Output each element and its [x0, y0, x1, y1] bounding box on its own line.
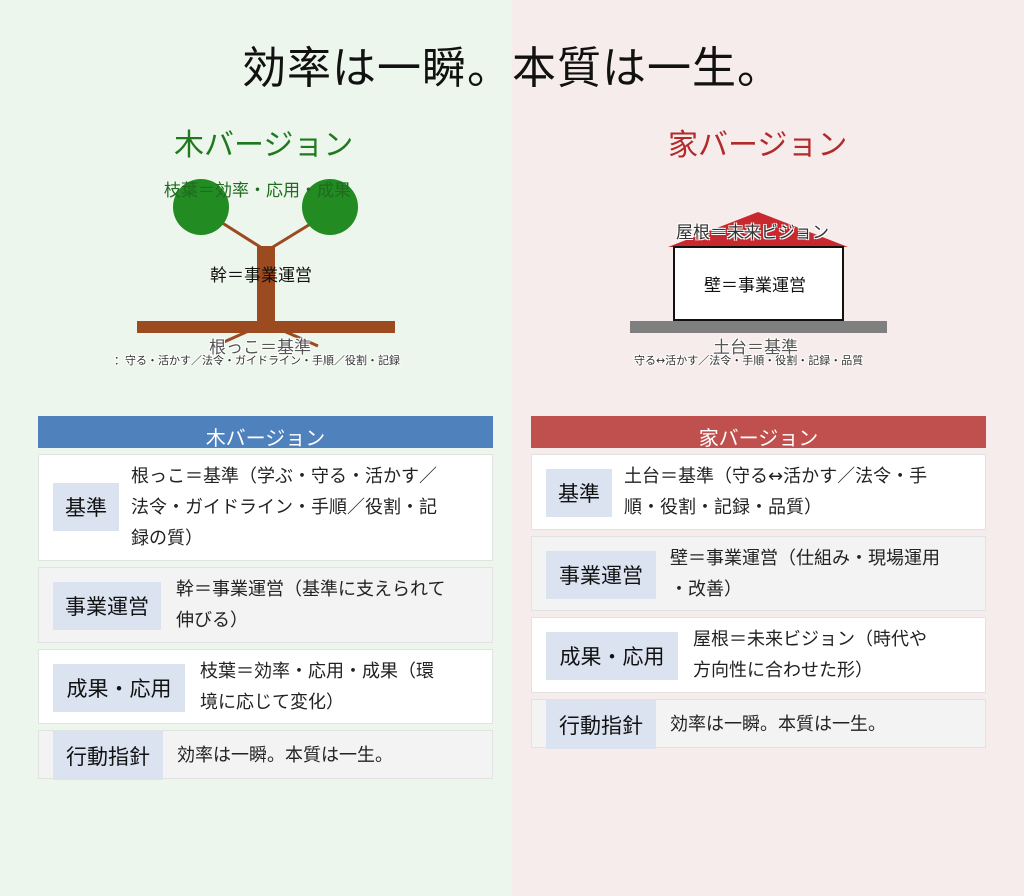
row-tag: 事業運営 [53, 582, 161, 630]
tree-root-left [214, 323, 263, 348]
row-tag: 基準 [546, 469, 612, 517]
tree-leaves-right [302, 179, 358, 235]
row-description: 効率は一瞬。本質は一生。 [177, 745, 393, 766]
house-base-label: 土台＝基準 [713, 338, 798, 358]
row-tag: 成果・応用 [53, 664, 185, 712]
tree-row-standard: 基準 根っこ＝基準（学ぶ・守る・活かす／ 法令・ガイドライン・手順／役割・記 録… [38, 454, 493, 561]
house-wall [673, 246, 844, 321]
row-tag: 行動指針 [546, 700, 656, 749]
row-description: 土台＝基準（守る↔活かす／法令・手 順・役割・記録・品質） [624, 466, 928, 518]
illustrations [137, 179, 887, 348]
house-row-standard: 基準 土台＝基準（守る↔活かす／法令・手 順・役割・記録・品質） [531, 454, 986, 530]
row-description: 効率は一瞬。本質は一生。 [670, 714, 886, 735]
row-tag: 成果・応用 [546, 632, 678, 680]
row-description: 幹＝事業運営（基準に支えられて 伸びる） [176, 579, 446, 631]
row-tag: 事業運営 [546, 551, 656, 599]
tree-row-operations: 事業運営 幹＝事業運営（基準に支えられて 伸びる） [38, 567, 493, 643]
tree-root-sublabel: ：守る・活かす／法令・ガイドライン・手順／役割・記録 [114, 354, 400, 367]
row-tag: 基準 [53, 483, 119, 531]
house-illustration [630, 212, 887, 333]
house-foundation [630, 321, 887, 333]
row-tag: 行動指針 [53, 731, 163, 780]
row-description: 壁＝事業運営（仕組み・現場運用 ・改善） [670, 548, 940, 600]
tree-root-right [269, 323, 319, 348]
tree-row-guideline: 行動指針 効率は一瞬。本質は一生。 [38, 730, 493, 780]
tree-trunk [257, 246, 275, 326]
house-wall-label: 壁＝事業運営 [704, 276, 806, 296]
row-description: 枝葉＝効率・応用・成果（環 境に応じて変化） [200, 661, 434, 713]
tree-version-title: 木バージョン [174, 128, 354, 163]
house-roof-label: 屋根＝未来ビジョン [676, 223, 829, 243]
row-description: 根っこ＝基準（学ぶ・守る・活かす／ 法令・ガイドライン・手順／役割・記 録の質） [131, 466, 437, 549]
house-row-operations: 事業運営 壁＝事業運営（仕組み・現場運用 ・改善） [531, 536, 986, 611]
row-description: 屋根＝未来ビジョン（時代や 方向性に合わせた形） [693, 629, 927, 681]
tree-root-bar [137, 321, 395, 333]
house-table-header: 家バージョン [531, 416, 986, 448]
tree-trunk-label: 幹＝事業運営 [210, 266, 312, 286]
house-version-title: 家バージョン [668, 128, 848, 163]
tree-leaves-left [173, 179, 229, 235]
main-title: 効率は一瞬。本質は一生。 [242, 43, 782, 94]
house-row-guideline: 行動指針 効率は一瞬。本質は一生。 [531, 699, 986, 749]
tree-root-label: 根っこ＝基準 [209, 338, 311, 358]
tree-illustration [137, 179, 395, 348]
house-base-sublabel: 守る↔活かす／法令・手順・役割・記録・品質 [634, 354, 864, 367]
tree-table-header: 木バージョン [38, 416, 493, 448]
house-roof [668, 212, 848, 247]
tree-row-results: 成果・応用 枝葉＝効率・応用・成果（環 境に応じて変化） [38, 649, 493, 724]
house-row-results: 成果・応用 屋根＝未来ビジョン（時代や 方向性に合わせた形） [531, 617, 986, 693]
tree-leaves-label: 枝葉＝効率・応用・成果 [164, 181, 351, 201]
